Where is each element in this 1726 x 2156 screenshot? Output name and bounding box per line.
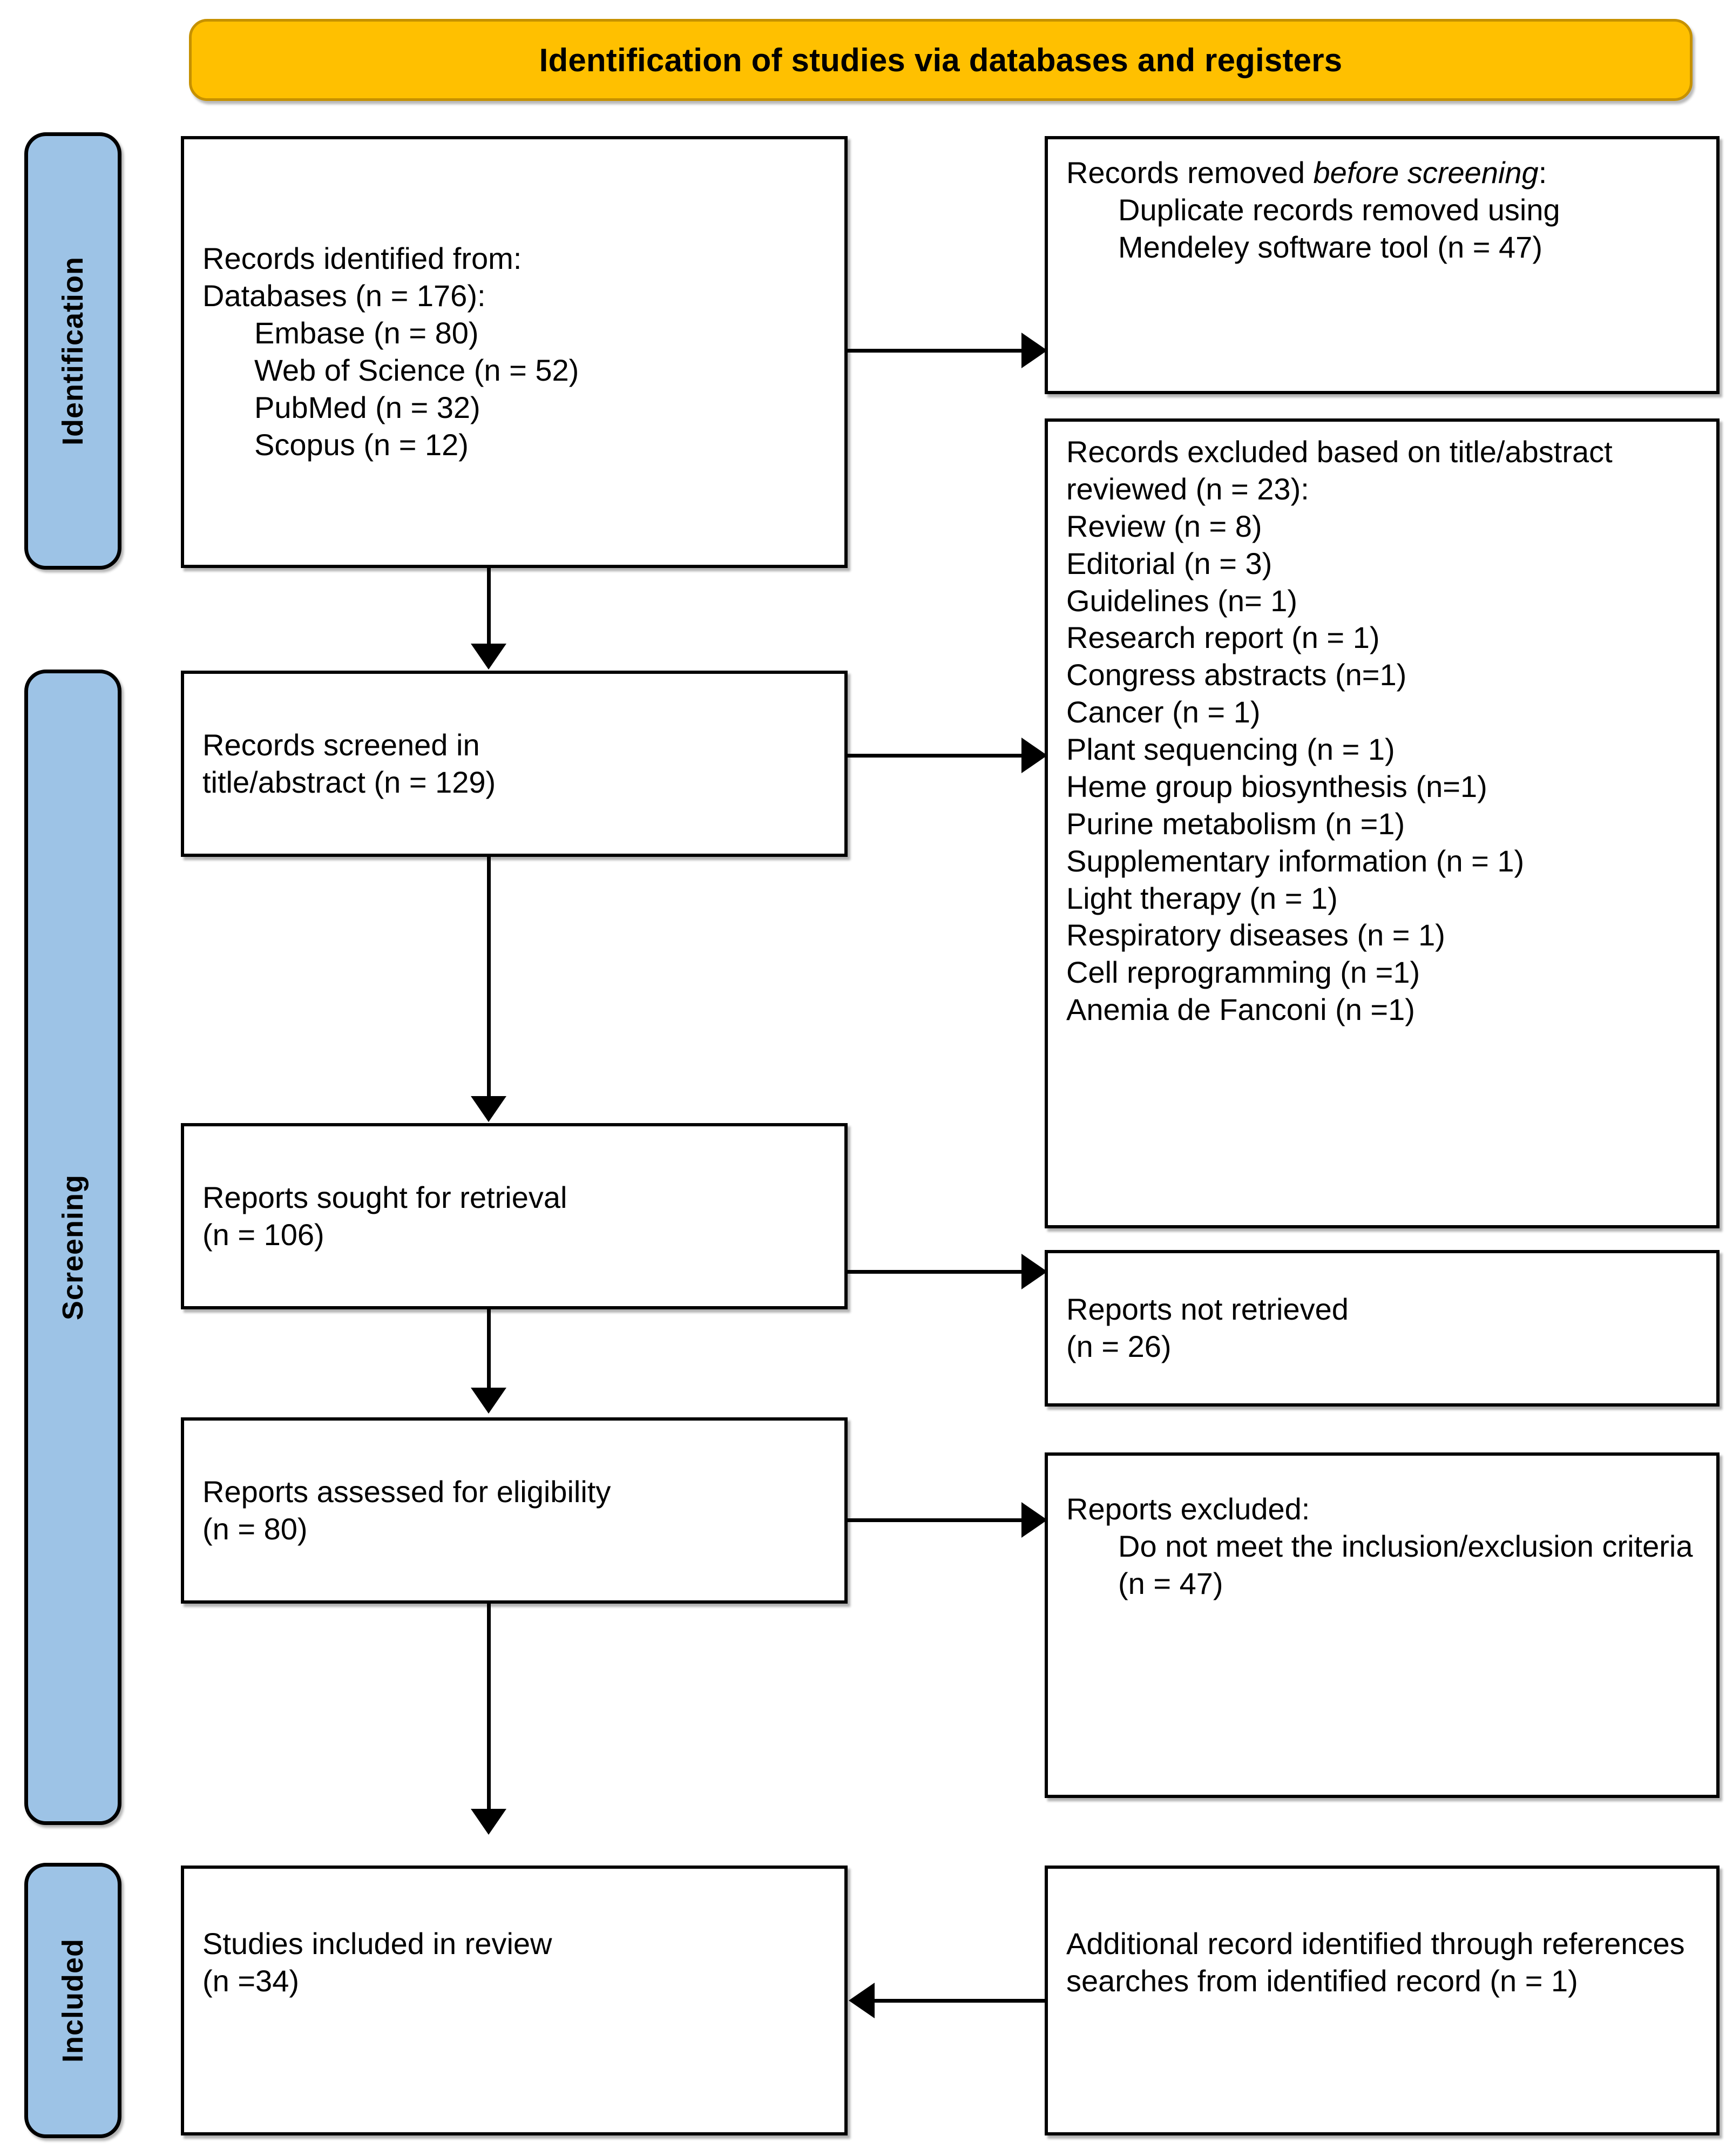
records-excluded-heading: Records excluded based on title/abstract… [1066,435,1621,506]
records-removed-heading-italic2: screening [1407,156,1539,190]
connector-assessed-to-reportsexcluded-arrow [1021,1502,1047,1538]
records-identified-line2: Databases (n = 176): [202,279,486,313]
records-identified-wos: Web of Science (n = 52) [254,353,579,387]
reports-sought-line2: (n = 106) [202,1217,324,1252]
records-excluded-item-3: Research report (n = 1) [1066,620,1380,655]
reports-assessed-line1: Reports assessed for eligibility [202,1474,611,1509]
connector-screened-to-sought-line [487,857,491,1099]
studies-included-line2: (n =34) [202,1963,299,1998]
records-removed-heading: Records removed before screening: [1066,154,1698,192]
connector-assessed-to-included-line [487,1604,491,1812]
box-reports-excluded: Reports excluded: Do not meet the inclus… [1045,1452,1720,1798]
records-removed-heading-colon: : [1538,156,1547,190]
box-additional-record: Additional record identified through ref… [1045,1866,1720,2135]
records-excluded-item-12: Cell reprogramming (n =1) [1066,955,1420,990]
records-excluded-item-13: Anemia de Fanconi (n =1) [1066,992,1415,1027]
records-identified-scopus: Scopus (n = 12) [254,427,469,462]
records-excluded-item-5: Cancer (n = 1) [1066,695,1261,729]
connector-assessed-to-included-arrow [471,1809,506,1835]
records-excluded-item-7: Heme group biosynthesis (n=1) [1066,769,1487,803]
connector-identified-to-screened-arrow [471,644,506,670]
additional-record-line1: Additional record identified through ref… [1066,1927,1694,1998]
connector-identified-to-screened-line [487,568,491,646]
studies-included-line1: Studies included in review [202,1927,552,1961]
diagram-title: Identification of studies via databases … [539,42,1343,78]
box-records-excluded: Records excluded based on title/abstract… [1045,418,1720,1228]
connector-sought-to-assessed-line [487,1309,491,1390]
stage-label-included-text: Included [57,1938,89,2063]
records-excluded-item-0: Review (n = 8) [1066,509,1262,543]
connector-sought-to-notretrieved-line [848,1270,1026,1274]
records-excluded-item-11: Respiratory diseases (n = 1) [1066,918,1445,952]
connector-assessed-to-reportsexcluded-line [848,1518,1026,1522]
box-studies-included: Studies included in review (n =34) [181,1866,848,2135]
records-removed-heading-a: Records removed [1066,156,1314,190]
stage-label-screening-text: Screening [57,1174,89,1321]
box-reports-sought: Reports sought for retrieval (n = 106) [181,1123,848,1309]
records-excluded-item-1: Editorial (n = 3) [1066,546,1272,580]
records-excluded-item-8: Purine metabolism (n =1) [1066,806,1405,841]
records-excluded-item-6: Plant sequencing (n = 1) [1066,732,1395,766]
connector-screened-to-sought-arrow [471,1096,506,1122]
connector-identified-to-removed-line [848,349,1026,353]
box-records-removed: Records removed before screening: Duplic… [1045,136,1720,394]
records-identified-pubmed: PubMed (n = 32) [254,390,480,424]
reports-not-retrieved-line2: (n = 26) [1066,1329,1172,1363]
records-excluded-item-4: Congress abstracts (n=1) [1066,658,1407,692]
reports-not-retrieved-line1: Reports not retrieved [1066,1292,1349,1327]
connector-sought-to-notretrieved-arrow [1021,1254,1047,1289]
reports-sought-line1: Reports sought for retrieval [202,1180,567,1214]
stage-label-screening: Screening [24,670,121,1825]
stage-label-identification-text: Identification [57,256,89,445]
connector-screened-to-excluded-line [848,754,1026,758]
box-reports-not-retrieved: Reports not retrieved (n = 26) [1045,1250,1720,1407]
records-excluded-item-10: Light therapy (n = 1) [1066,881,1338,915]
records-excluded-item-2: Guidelines (n= 1) [1066,583,1298,618]
connector-screened-to-excluded-arrow [1021,738,1047,773]
box-reports-assessed: Reports assessed for eligibility (n = 80… [181,1417,848,1604]
reports-assessed-line2: (n = 80) [202,1511,308,1546]
box-records-screened: Records screened in title/abstract (n = … [181,671,848,857]
stage-label-identification: Identification [24,132,121,570]
records-screened-line1: Records screened in [202,727,480,762]
records-excluded-item-9: Supplementary information (n = 1) [1066,843,1525,878]
box-records-identified: Records identified from: Databases (n = … [181,136,848,568]
records-removed-heading-italic1: before [1313,156,1399,190]
connector-additional-to-included-line [875,1999,1047,2003]
connector-identified-to-removed-arrow [1021,333,1047,368]
records-removed-detail: Duplicate records removed using Mendeley… [1118,192,1569,264]
stage-label-included: Included [24,1863,121,2138]
connector-sought-to-assessed-arrow [471,1388,506,1414]
reports-excluded-line1: Reports excluded: [1066,1492,1310,1526]
records-screened-line2: title/abstract (n = 129) [202,765,496,799]
diagram-title-banner: Identification of studies via databases … [189,19,1693,101]
records-identified-line1: Records identified from: [202,241,522,276]
reports-excluded-line2: Do not meet the inclusion/exclusion crit… [1118,1529,1702,1600]
records-identified-embase: Embase (n = 80) [254,316,479,350]
connector-additional-to-included-arrow [849,1983,875,2018]
